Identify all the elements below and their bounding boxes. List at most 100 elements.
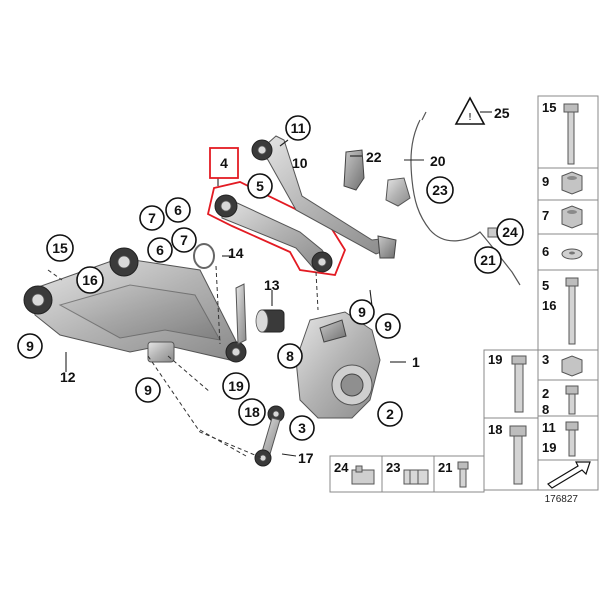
diagram-number: 176827 <box>545 494 579 505</box>
lower-control-arm <box>23 247 247 363</box>
hardware-panel-lower: 19 18 3 2 8 11 19 <box>483 349 599 491</box>
svg-text:24: 24 <box>334 460 349 475</box>
svg-text:11: 11 <box>542 420 556 435</box>
callout-23: 23 <box>426 176 454 204</box>
svg-text:18: 18 <box>244 404 260 420</box>
sensor-cable-20 <box>410 119 521 286</box>
clip-24-icon <box>351 465 375 485</box>
svg-text:19: 19 <box>542 440 556 455</box>
callout-6a: 6 <box>165 197 191 223</box>
svg-text:17: 17 <box>298 450 314 466</box>
callout-6b: 6 <box>147 237 173 263</box>
flange-bolt-icon <box>565 277 579 345</box>
svg-text:7: 7 <box>148 210 156 226</box>
svg-text:8: 8 <box>286 348 294 364</box>
svg-text:19: 19 <box>228 378 244 394</box>
bushing-13 <box>255 309 285 333</box>
svg-text:3: 3 <box>542 352 549 367</box>
callout-9a: 9 <box>17 333 43 359</box>
callout-10: 10 <box>292 155 308 171</box>
svg-text:18: 18 <box>488 422 502 437</box>
svg-text:21: 21 <box>480 252 496 268</box>
callout-18: 18 <box>238 398 266 426</box>
callout-24: 24 <box>496 218 524 246</box>
callout-1: 1 <box>412 354 420 370</box>
callout-2: 2 <box>377 401 403 427</box>
svg-text:12: 12 <box>60 369 76 385</box>
callout-20: 20 <box>430 153 446 169</box>
svg-text:11: 11 <box>291 120 306 136</box>
svg-text:3: 3 <box>298 420 306 436</box>
svg-text:2: 2 <box>386 406 394 422</box>
svg-text:23: 23 <box>386 460 400 475</box>
svg-text:6: 6 <box>174 202 182 218</box>
svg-text:9: 9 <box>26 338 34 354</box>
callout-9c: 9 <box>349 299 375 325</box>
bolt-18-icon <box>509 425 527 485</box>
svg-text:16: 16 <box>82 272 98 288</box>
svg-text:6: 6 <box>156 242 164 258</box>
svg-text:2: 2 <box>542 386 549 401</box>
clip-23-icon <box>403 469 429 485</box>
washer-icon <box>561 248 583 260</box>
svg-text:20: 20 <box>430 153 446 169</box>
svg-text:15: 15 <box>52 240 68 256</box>
svg-text:5: 5 <box>256 178 264 194</box>
svg-text:1: 1 <box>412 354 420 370</box>
callout-11: 11 <box>285 115 311 141</box>
bottom-parts-row: 24 23 21 <box>329 455 485 493</box>
svg-text:9: 9 <box>144 382 152 398</box>
bolt-19-icon <box>511 355 527 413</box>
callout-16: 16 <box>76 266 104 294</box>
svg-text:5: 5 <box>542 278 549 293</box>
callout-19: 19 <box>222 372 250 400</box>
svg-text:7: 7 <box>542 208 549 223</box>
callout-7b: 7 <box>171 227 197 253</box>
svg-text:15: 15 <box>542 100 556 115</box>
callout-4: 4 <box>209 147 239 179</box>
tie-arm-10 <box>251 135 397 259</box>
nut-icon <box>561 171 583 195</box>
svg-text:8: 8 <box>542 402 549 417</box>
arrow-icon <box>547 461 591 489</box>
callout-15: 15 <box>46 234 74 262</box>
svg-text:19: 19 <box>488 352 502 367</box>
svg-text:!: ! <box>468 112 472 123</box>
bolt-11-19-icon <box>565 421 579 457</box>
svg-text:22: 22 <box>366 149 382 165</box>
stabilizer-link <box>254 405 285 467</box>
nut-3-icon <box>561 355 583 377</box>
svg-text:9: 9 <box>542 174 549 189</box>
svg-text:25: 25 <box>494 105 510 121</box>
callout-21: 21 <box>474 246 502 274</box>
bolt-icon <box>563 103 579 165</box>
callout-8: 8 <box>277 343 303 369</box>
callout-7a: 7 <box>139 205 165 231</box>
callout-25: 25 <box>494 105 510 121</box>
callout-5: 5 <box>247 173 273 199</box>
svg-text:7: 7 <box>180 232 188 248</box>
svg-text:9: 9 <box>384 318 392 334</box>
sensor-bracket-23 <box>385 177 411 207</box>
svg-text:24: 24 <box>502 224 518 240</box>
svg-text:23: 23 <box>432 182 448 198</box>
bolt-2-8-icon <box>565 385 579 415</box>
callout-9d: 9 <box>375 313 401 339</box>
svg-text:16: 16 <box>542 298 556 313</box>
sensor-bracket-22 <box>343 149 365 191</box>
dashed-leaders <box>47 265 319 459</box>
svg-text:4: 4 <box>220 155 228 171</box>
highlight-frame <box>206 181 347 276</box>
svg-text:6: 6 <box>542 244 549 259</box>
svg-text:10: 10 <box>292 155 308 171</box>
callout-14: 14 <box>228 245 244 261</box>
wheel-carrier <box>295 311 381 419</box>
svg-text:14: 14 <box>228 245 244 261</box>
screw-21-icon <box>457 461 469 488</box>
callout-9b: 9 <box>135 377 161 403</box>
callout-3: 3 <box>289 415 315 441</box>
svg-text:13: 13 <box>264 277 280 293</box>
callout-13: 13 <box>264 277 280 293</box>
hardware-panel: 15 9 7 6 5 16 <box>537 95 599 351</box>
